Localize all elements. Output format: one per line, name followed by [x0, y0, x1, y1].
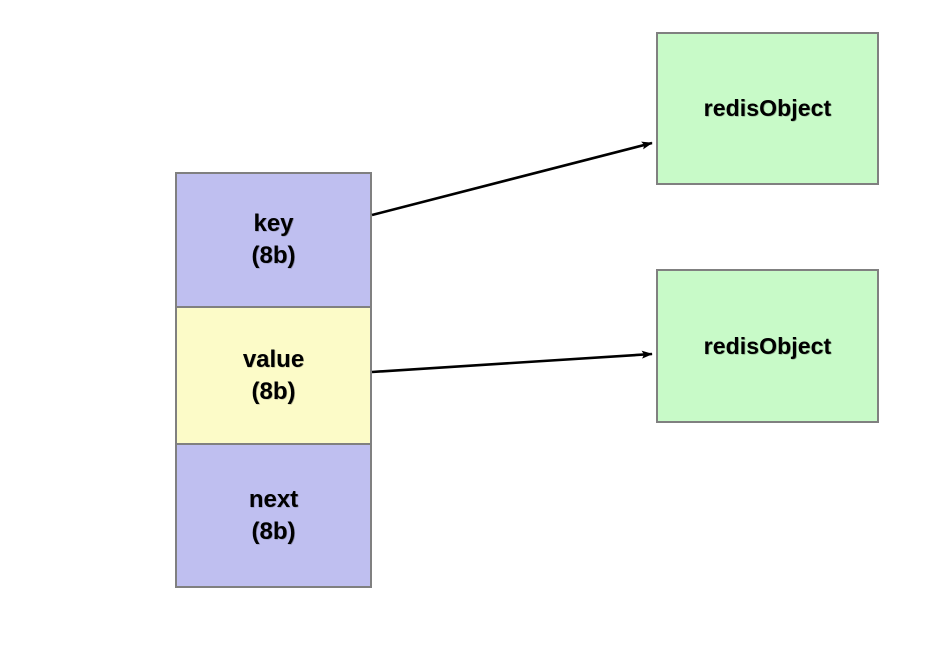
struct-field-next-label: next	[248, 485, 299, 513]
value-pointer-arrow	[371, 350, 653, 374]
struct-field-key-size: (8b)	[251, 242, 296, 269]
redis-object-box-value: redisObject	[656, 269, 879, 423]
redis-object-key-label: redisObject	[703, 95, 832, 121]
struct-field-next-size: (8b)	[251, 517, 296, 545]
struct-field-key-label: key	[253, 210, 294, 238]
struct-field-key: key (8b)	[177, 174, 370, 308]
struct-field-value-size: (8b)	[251, 377, 296, 405]
redis-object-box-key: redisObject	[656, 32, 879, 185]
struct-field-value-label: value	[242, 345, 305, 373]
redis-object-value-label: redisObject	[703, 332, 832, 359]
struct-field-next: next (8b)	[177, 445, 370, 586]
dict-entry-struct: key (8b) value (8b) next (8b)	[175, 172, 372, 588]
struct-field-value: value (8b)	[177, 308, 370, 445]
key-pointer-arrow	[371, 141, 653, 217]
